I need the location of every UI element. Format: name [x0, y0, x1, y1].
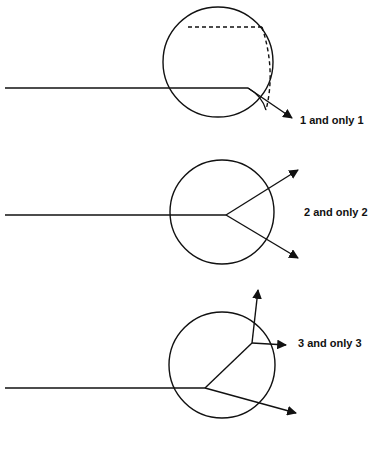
drop-label: 1 and only 1 [300, 114, 364, 127]
drop-label: 3 and only 3 [298, 337, 362, 350]
drop-label: 2 and only 2 [304, 206, 368, 219]
